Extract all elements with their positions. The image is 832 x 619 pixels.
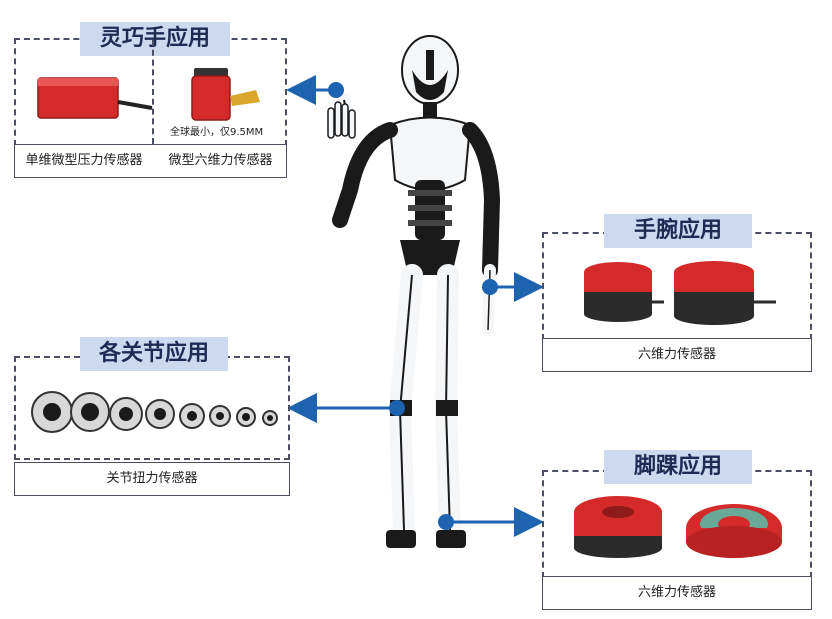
ankle-application-title: 脚踝应用	[604, 450, 752, 484]
joint-torque-sensor-images	[31, 391, 278, 433]
hand-captions: 单维微型压力传感器 微型六维力传感器	[14, 144, 287, 178]
ankle-application-panel	[542, 470, 812, 578]
wrist-six-axis-sensor-images	[584, 261, 776, 325]
wrist-connector	[482, 272, 544, 302]
hand-connector	[286, 75, 344, 105]
hand-panel-divider	[152, 40, 154, 144]
single-axis-pressure-sensor-image	[37, 77, 153, 119]
humanoid-robot-illustration	[327, 35, 501, 548]
micro-six-axis-sensor-caption: 微型六维力传感器	[168, 153, 273, 168]
joint-sensor-caption: 关节扭力传感器	[14, 462, 290, 496]
joint-application-panel	[14, 356, 290, 460]
micro-six-axis-sensor-image	[191, 68, 260, 121]
single-axis-pressure-sensor-caption: 单维微型压力传感器	[25, 153, 143, 168]
ankle-six-axis-sensor-images	[574, 496, 782, 558]
micro-sensor-note: 全球最小，仅9.5MM	[170, 127, 264, 138]
ankle-sensor-caption: 六维力传感器	[542, 576, 812, 610]
wrist-application-title: 手腕应用	[604, 214, 752, 248]
wrist-application-panel	[542, 232, 812, 340]
joint-connector	[287, 393, 405, 423]
hand-application-title: 灵巧手应用	[80, 22, 230, 56]
joint-application-title: 各关节应用	[80, 337, 228, 371]
wrist-sensor-caption: 六维力传感器	[542, 338, 812, 372]
ankle-connector	[438, 507, 544, 537]
